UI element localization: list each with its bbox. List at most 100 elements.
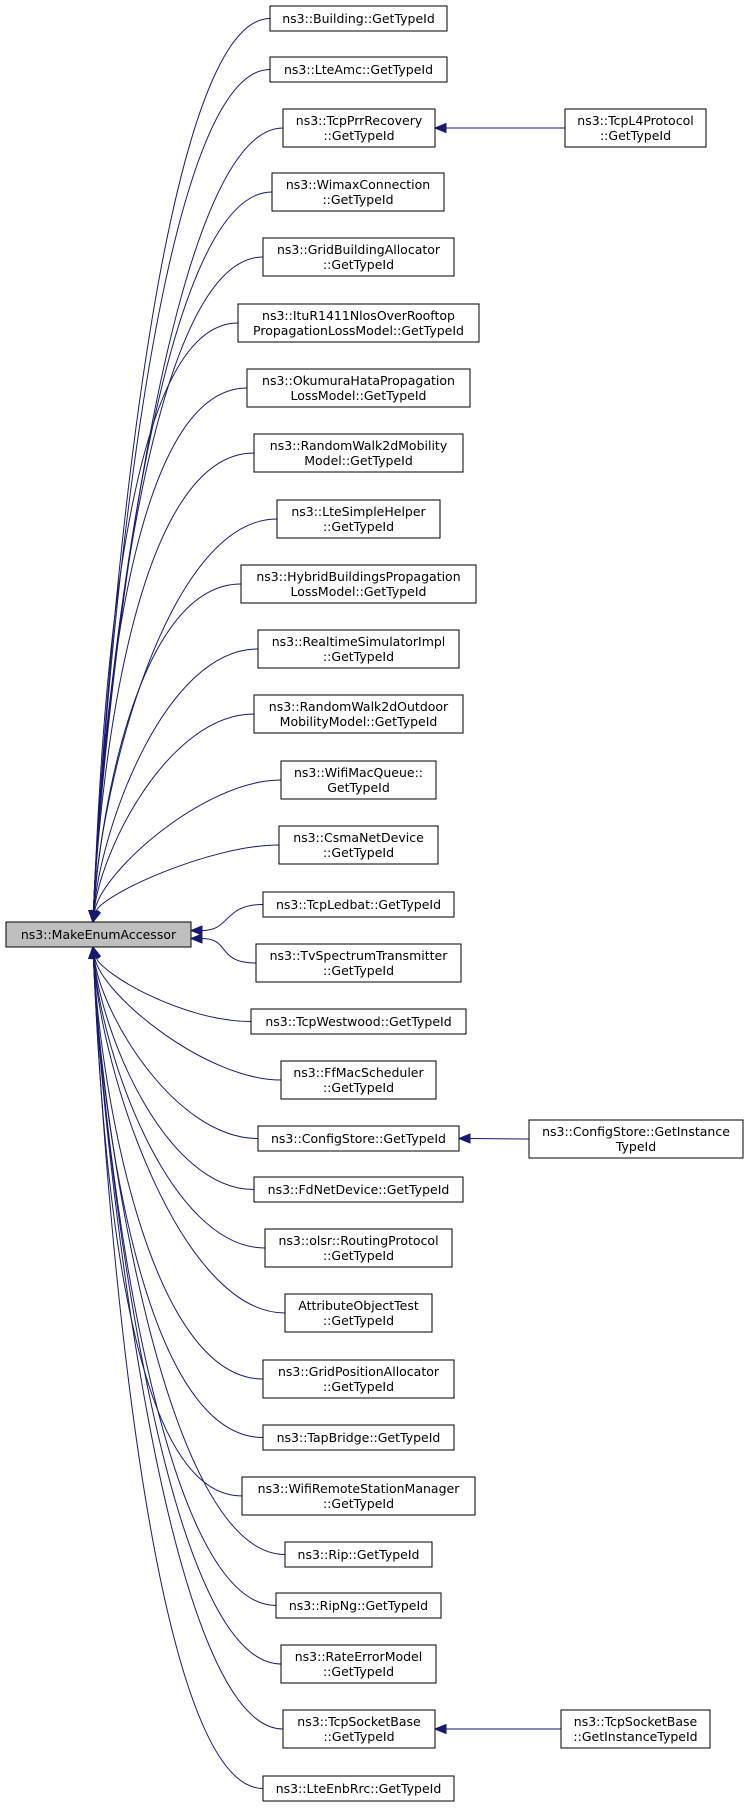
edge-westwood	[95, 957, 252, 1022]
node-box	[280, 1060, 437, 1100]
node-label: ns3::WimaxConnection	[286, 177, 430, 192]
node-building[interactable]: ns3::Building::GetTypeId	[269, 5, 448, 32]
node-box	[253, 694, 464, 734]
edge-fdnet	[93, 957, 255, 1190]
edge-ffmac	[94, 957, 282, 1081]
node-gridbuilding[interactable]: ns3::GridBuildingAllocator::GetTypeId	[262, 237, 455, 277]
edge-csma	[95, 844, 280, 912]
node-configstore[interactable]: ns3::ConfigStore::GetTypeId	[257, 1125, 460, 1152]
node-ltesimple[interactable]: ns3::LteSimpleHelper::GetTypeId	[276, 499, 441, 539]
node-tcpl4[interactable]: ns3::TcpL4Protocol::GetTypeId	[564, 108, 707, 148]
node-box	[262, 237, 455, 277]
node-box	[275, 1592, 442, 1619]
arrow-tcpl4	[433, 122, 447, 134]
node-label: ns3::TcpWestwood::GetTypeId	[265, 1014, 451, 1029]
node-ledbat[interactable]: ns3::TcpLedbat::GetTypeId	[262, 891, 455, 918]
node-label: ::GetTypeId	[323, 1379, 394, 1394]
edge-configinst	[469, 1138, 530, 1140]
node-label: ns3::FdNetDevice::GetTypeId	[268, 1182, 450, 1197]
node-attrtest[interactable]: AttributeObjectTest::GetTypeId	[284, 1293, 433, 1333]
node-label: ::GetTypeId	[323, 1729, 394, 1744]
node-ffmac[interactable]: ns3::FfMacScheduler::GetTypeId	[280, 1060, 437, 1100]
node-tcpsockinst[interactable]: ns3::TcpSocketBase::GetInstanceTypeId	[560, 1709, 711, 1749]
node-tapbridge[interactable]: ns3::TapBridge::GetTypeId	[262, 1424, 455, 1451]
node-label: ns3::WifiRemoteStationManager	[258, 1481, 461, 1496]
node-hybrid[interactable]: ns3::HybridBuildingsPropagationLossModel…	[240, 564, 477, 604]
edge-configstore	[93, 957, 259, 1139]
node-label: ::GetTypeId	[323, 1313, 394, 1328]
node-label: ns3::TcpLedbat::GetTypeId	[276, 897, 441, 912]
node-csma[interactable]: ns3::CsmaNetDevice::GetTypeId	[278, 825, 439, 865]
node-tcpsocket[interactable]: ns3::TcpSocketBase::GetTypeId	[282, 1709, 436, 1749]
edge-rw2dout	[93, 713, 255, 912]
call-graph-nodes: ns3::MakeEnumAccessor ns3::Building::GetT…	[5, 5, 744, 1802]
node-box	[240, 564, 477, 604]
node-box	[560, 1709, 711, 1749]
edge-tapbridge	[92, 957, 264, 1438]
node-wifimacq[interactable]: ns3::WifiMacQueue::GetTypeId	[280, 760, 437, 800]
node-box	[241, 1476, 476, 1516]
node-realtime[interactable]: ns3::RealtimeSimulatorImpl::GetTypeId	[257, 629, 460, 669]
node-lteenb[interactable]: ns3::LteEnbRrc::GetTypeId	[262, 1775, 455, 1802]
edge-tvspec	[201, 938, 257, 964]
node-box	[269, 56, 448, 83]
call-graph-edges	[88, 18, 565, 1789]
arrow-csma	[91, 909, 102, 924]
node-root[interactable]: ns3::MakeEnumAccessor	[5, 921, 192, 948]
node-label: ns3::TvSpectrumTransmitter	[270, 948, 449, 963]
node-label: ns3::TcpL4Protocol	[577, 113, 693, 128]
node-label: ns3::RealtimeSimulatorImpl	[272, 634, 446, 649]
node-rip[interactable]: ns3::Rip::GetTypeId	[284, 1541, 433, 1568]
node-label: ns3::olsr::RoutingProtocol	[278, 1233, 438, 1248]
node-wifiremote[interactable]: ns3::WifiRemoteStationManager::GetTypeId	[241, 1476, 476, 1516]
edge-olsr	[93, 957, 266, 1249]
node-label: ::GetTypeId	[323, 128, 394, 143]
node-label: ::GetTypeId	[323, 649, 394, 664]
node-label: ns3::RandomWalk2dOutdoor	[269, 699, 449, 714]
edge-lteenb	[92, 957, 264, 1789]
node-label: ::GetTypeId	[323, 1080, 394, 1095]
edge-rw2d	[92, 452, 255, 912]
node-ripng[interactable]: ns3::RipNg::GetTypeId	[275, 1592, 442, 1619]
node-box	[276, 499, 441, 539]
node-box	[262, 1775, 455, 1802]
node-configinst[interactable]: ns3::ConfigStore::GetInstanceTypeId	[528, 1119, 744, 1159]
node-olsr[interactable]: ns3::olsr::RoutingProtocol::GetTypeId	[264, 1228, 453, 1268]
node-rateerror[interactable]: ns3::RateErrorModel::GetTypeId	[280, 1644, 437, 1684]
node-label: ns3::TcpSocketBase	[297, 1714, 421, 1729]
node-label: ::GetTypeId	[323, 845, 394, 860]
node-box	[264, 1228, 453, 1268]
node-label: TypeId	[615, 1139, 656, 1154]
node-okumura[interactable]: ns3::OkumuraHataPropagationLossModel::Ge…	[246, 368, 471, 408]
node-label: ns3::RandomWalk2dMobility	[270, 438, 448, 453]
edge-gridpos	[93, 957, 264, 1380]
edge-tcpsocket	[92, 957, 284, 1730]
node-box	[5, 921, 192, 948]
node-label: ::GetTypeId	[323, 257, 394, 272]
node-label: ns3::FfMacScheduler	[293, 1065, 424, 1080]
node-label: ::GetTypeId	[323, 519, 394, 534]
node-box	[255, 943, 462, 983]
node-tcpprr[interactable]: ns3::TcpPrrRecovery::GetTypeId	[282, 108, 436, 148]
node-itur[interactable]: ns3::ItuR1411NlosOverRooftopPropagationL…	[237, 303, 480, 343]
node-rw2d[interactable]: ns3::RandomWalk2dMobilityModel::GetTypeI…	[253, 433, 464, 473]
node-rw2dout[interactable]: ns3::RandomWalk2dOutdoorMobilityModel::G…	[253, 694, 464, 734]
node-gridpos[interactable]: ns3::GridPositionAllocator::GetTypeId	[262, 1359, 455, 1399]
node-lteamc[interactable]: ns3::LteAmc::GetTypeId	[269, 56, 448, 83]
node-label: ns3::RateErrorModel	[295, 1649, 422, 1664]
edge-building	[92, 18, 271, 912]
node-box	[282, 1709, 436, 1749]
node-box	[237, 303, 480, 343]
node-box	[280, 760, 437, 800]
arrow-ledbat	[189, 925, 203, 936]
node-label: ::GetTypeId	[323, 1664, 394, 1679]
node-wimax[interactable]: ns3::WimaxConnection::GetTypeId	[271, 172, 445, 212]
node-westwood[interactable]: ns3::TcpWestwood::GetTypeId	[250, 1008, 467, 1035]
node-label: PropagationLossModel::GetTypeId	[253, 323, 464, 338]
node-label: ::GetTypeId	[323, 1248, 394, 1263]
node-label: ::GetInstanceTypeId	[573, 1729, 697, 1744]
node-tvspec[interactable]: ns3::TvSpectrumTransmitter::GetTypeId	[255, 943, 462, 983]
edge-tcpprr	[92, 127, 284, 912]
node-fdnet[interactable]: ns3::FdNetDevice::GetTypeId	[253, 1176, 464, 1203]
node-label: ::GetTypeId	[600, 128, 671, 143]
